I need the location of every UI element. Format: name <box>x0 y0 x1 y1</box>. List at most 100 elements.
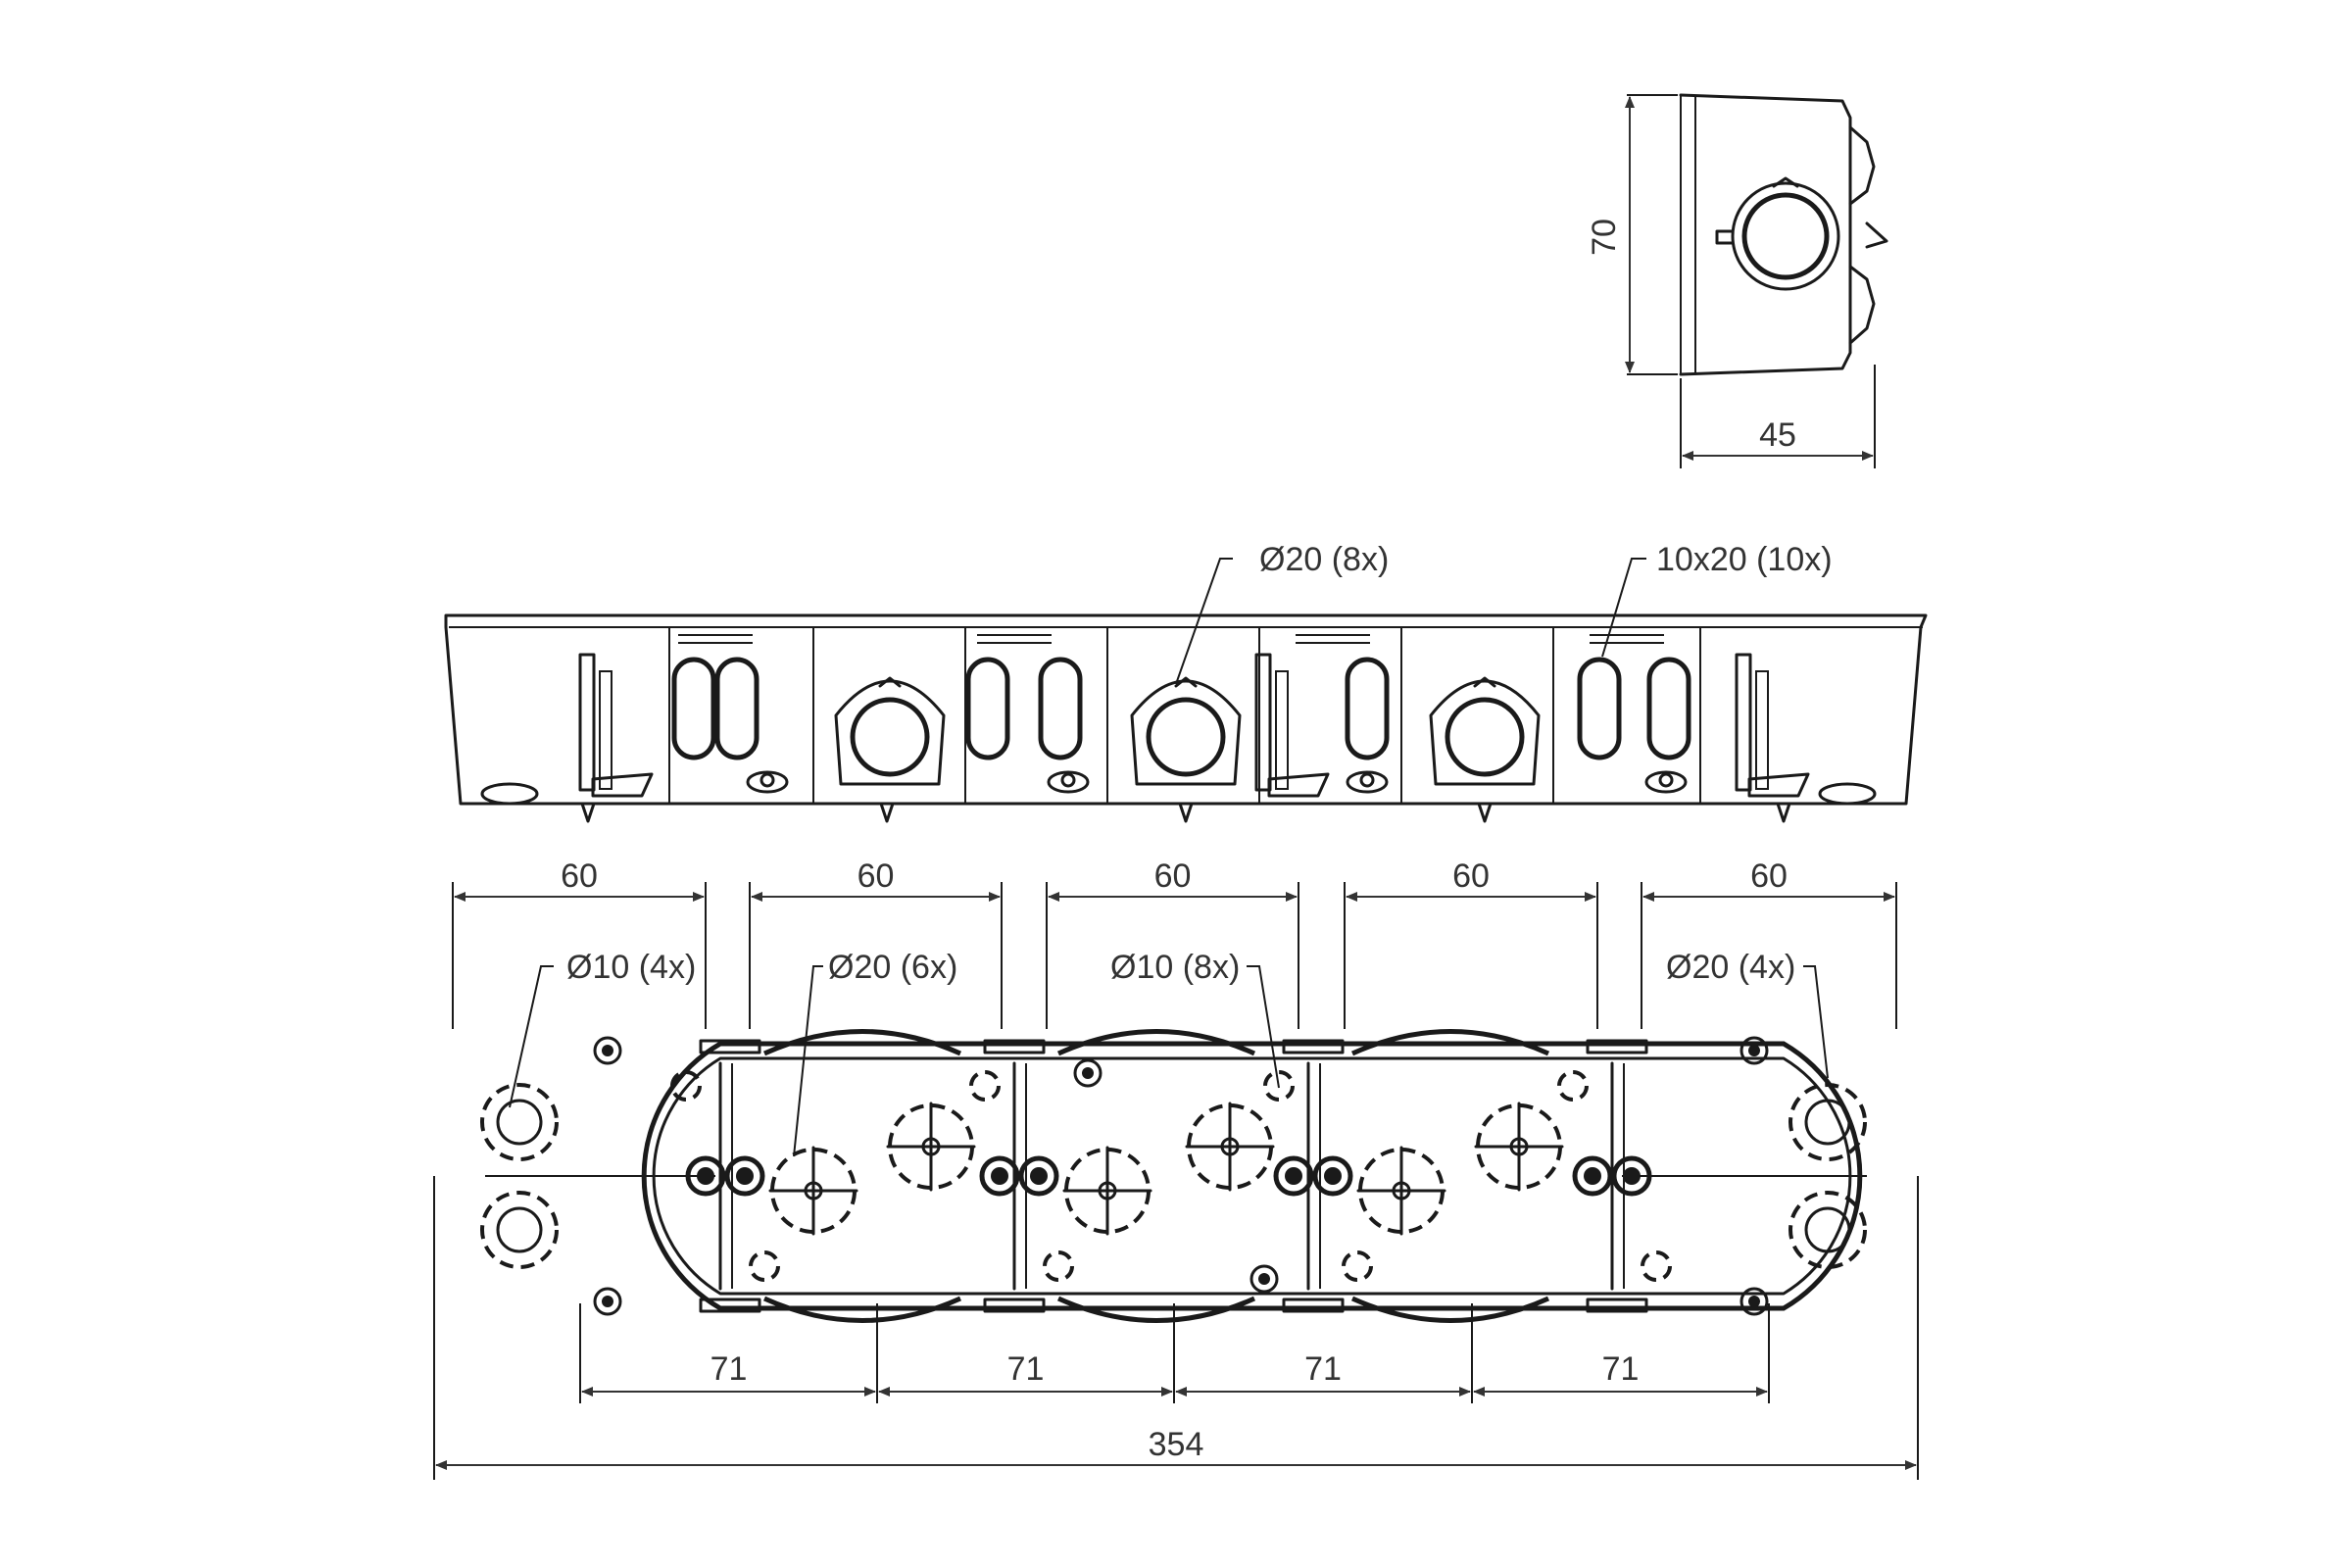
side-oval-hole-callout: 10x20 (10x) <box>1656 541 1833 578</box>
plan-tab <box>983 1298 1046 1313</box>
clamp-foot <box>1267 772 1330 798</box>
plan-tab <box>1586 1298 1648 1313</box>
side-round-hole-callout: Ø20 (8x) <box>1259 541 1389 578</box>
plan-tab <box>983 1039 1046 1054</box>
lug-ring <box>593 1036 622 1065</box>
screw-boss-core <box>1584 1167 1601 1185</box>
side-end-nub <box>1818 782 1877 806</box>
round-knockout-d10 <box>1641 1250 1672 1282</box>
knockout-inner <box>496 1099 543 1146</box>
lug-ring <box>593 1287 622 1316</box>
bottom-d20-right-callout: Ø20 (4x) <box>1666 949 1795 986</box>
side-pin <box>879 802 895 823</box>
side-pin <box>580 802 596 823</box>
oval-knockout <box>1646 657 1691 760</box>
screw-boss-core <box>736 1167 754 1185</box>
knockout-inner <box>496 1206 543 1253</box>
screw-lug-hole <box>760 772 775 788</box>
screw-boss <box>724 1155 765 1197</box>
clamp-foot <box>591 772 654 798</box>
depth-dimension: 45 <box>1759 416 1796 454</box>
knockout-center <box>804 1181 823 1200</box>
pitch-dimension: 71 <box>710 1350 748 1388</box>
screw-lug-hole <box>1658 772 1674 788</box>
knockout-inner <box>1804 1099 1851 1146</box>
screw-lug <box>1047 770 1090 794</box>
lug-ring-core <box>602 1296 613 1307</box>
knockout-center <box>1098 1181 1117 1200</box>
screw-boss <box>685 1155 726 1197</box>
screw-boss <box>979 1155 1020 1197</box>
knockout-center <box>1509 1137 1529 1156</box>
plan-tab <box>699 1039 761 1054</box>
lug-ring-core <box>1082 1067 1094 1079</box>
screw-boss-core <box>1030 1167 1048 1185</box>
lug-ring <box>1740 1036 1769 1065</box>
lobe-bottom <box>762 1296 962 1323</box>
span-dimension: 60 <box>1750 858 1788 895</box>
screw-boss-core <box>1324 1167 1342 1185</box>
round-knockout-d10 <box>749 1250 780 1282</box>
lug-ring <box>1073 1058 1102 1088</box>
knockout-center <box>1220 1137 1240 1156</box>
screw-lug <box>1644 770 1688 794</box>
lug-ring-core <box>1748 1045 1760 1056</box>
side-pin <box>1178 802 1194 823</box>
lug-ring <box>1740 1287 1769 1316</box>
round-knockout-d10 <box>670 1070 702 1102</box>
span-dimension: 60 <box>561 858 598 895</box>
lug-ring-core <box>1258 1273 1270 1285</box>
screw-boss <box>1312 1155 1353 1197</box>
screw-boss <box>1273 1155 1314 1197</box>
span-dimension: 60 <box>1154 858 1192 895</box>
round-knockout <box>1146 697 1226 777</box>
knockout-inner <box>1804 1206 1851 1253</box>
clamp-bar <box>1735 653 1752 792</box>
clamp-bar <box>1275 670 1289 790</box>
round-knockout-d10 <box>1557 1070 1589 1102</box>
overall-length-dimension: 354 <box>1149 1426 1204 1463</box>
side-end-nub <box>480 782 539 806</box>
screw-lug-hole <box>1359 772 1375 788</box>
screw-boss-core <box>1623 1167 1641 1185</box>
knockout-tab <box>1174 676 1198 688</box>
screw-lug <box>1346 770 1389 794</box>
lobe-bottom <box>1350 1296 1550 1323</box>
round-knockout <box>1445 697 1525 777</box>
oval-knockout <box>965 657 1010 760</box>
pitch-dimension: 71 <box>1602 1350 1640 1388</box>
clamp-foot <box>1747 772 1810 798</box>
round-knockout-d10 <box>1043 1250 1074 1282</box>
bottom-d10-left-callout: Ø10 (4x) <box>566 949 696 986</box>
span-dimension: 60 <box>858 858 895 895</box>
oval-knockout <box>1038 657 1083 760</box>
lobe-bottom <box>1056 1296 1256 1323</box>
knockout-center <box>1392 1181 1411 1200</box>
screw-boss <box>1018 1155 1059 1197</box>
bottom-view <box>480 1029 1867 1323</box>
round-knockout-d20 <box>1788 1191 1867 1269</box>
round-knockout-d20 <box>1788 1083 1867 1161</box>
round-knockout-d10 <box>1342 1250 1373 1282</box>
knockout-tab <box>878 676 902 688</box>
lobe-top <box>762 1029 962 1056</box>
bottom-d10-middle-callout: Ø10 (8x) <box>1110 949 1240 986</box>
bottom-d20-middle-callout: Ø20 (6x) <box>828 949 957 986</box>
screw-boss <box>1611 1155 1652 1197</box>
side-view <box>444 613 1928 823</box>
round-knockout-d10 <box>969 1070 1001 1102</box>
plan-tab <box>699 1298 761 1313</box>
clamp-bar <box>1755 670 1769 790</box>
knockout-center <box>921 1137 941 1156</box>
clamp-bar <box>578 653 596 792</box>
plan-tab <box>1282 1298 1345 1313</box>
round-knockout-d10 <box>1263 1070 1295 1102</box>
oval-knockout <box>671 657 716 760</box>
lobe-top <box>1056 1029 1256 1056</box>
screw-boss <box>1572 1155 1613 1197</box>
clamp-bar <box>599 670 612 790</box>
lobe-top <box>1350 1029 1550 1056</box>
screw-lug-hole <box>1060 772 1076 788</box>
